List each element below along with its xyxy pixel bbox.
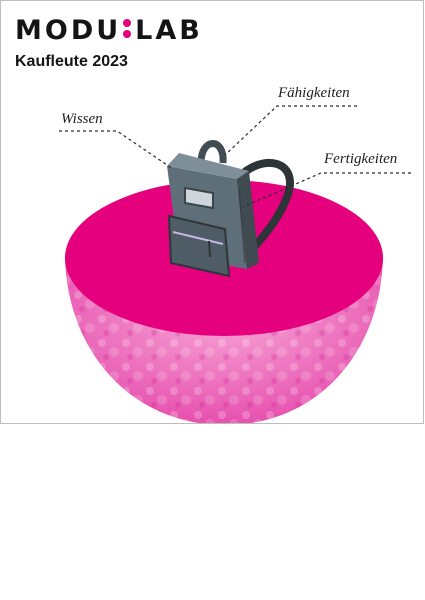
brand-right: LAB: [135, 15, 203, 46]
wissen-leader: [59, 130, 174, 170]
brand-logo: MODU LAB: [15, 17, 203, 44]
brand-separator-icon: [122, 17, 132, 39]
subtitle: Kaufleute 2023: [15, 53, 128, 70]
label-faehigkeiten: Fähigkeiten: [278, 85, 350, 101]
label-fertigkeiten: Fertigkeiten: [324, 151, 398, 167]
backpack-icon: [167, 140, 294, 278]
brand-left: MODU: [15, 15, 122, 46]
faehigkeiten-leader: [224, 105, 357, 156]
hemisphere-illustration: [59, 105, 411, 423]
label-wissen: Wissen: [61, 111, 103, 127]
cover-card: MODU LAB Kaufleute 2023 Wissen Fähigkeite…: [0, 0, 424, 424]
fertigkeiten-leader: [242, 172, 411, 208]
